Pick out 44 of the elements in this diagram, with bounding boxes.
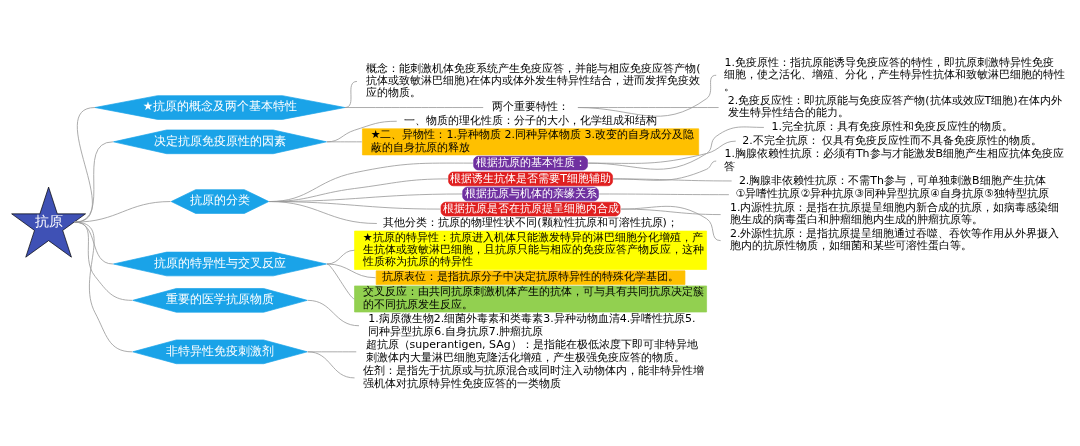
connector <box>326 140 363 142</box>
node-text: 1.胸腺依赖性抗原：必须有Th参与才能激发B细胞产生相应抗体免疫应答 <box>724 146 1065 173</box>
node-text: 概念：能刺激机体免疫系统产生免疫应答，并能与相应免疫应答产物(抗体或致敏淋巴细胞)在体内或体外发生特异性结合，进而发挥免疫效应的物质。 <box>366 61 701 99</box>
connector <box>612 178 733 181</box>
node-box: 根据抗原是否在抗原提呈细胞内合成 <box>440 201 621 216</box>
connector <box>344 106 484 108</box>
connector <box>344 80 358 108</box>
connector <box>326 120 398 142</box>
node-text: ①异嗜性抗原②异种抗原③同种异型抗原④自身抗原⑤独特型抗原 <box>735 186 1049 200</box>
node-text: 2.胸腺非依赖性抗原：不需Th参与，可单独刺激B细胞产生抗体 <box>738 173 1046 187</box>
connector <box>587 126 765 170</box>
node-text: 2.外源性抗原：是指抗原提呈细胞通过吞噬、吞饮等作用从外界摄入胞内的抗原性物质，如细菌和某些可溶性蛋白等。 <box>729 226 1060 252</box>
connector <box>307 350 355 378</box>
node-text: 1.免疫原性：指抗原能诱导免疫应答的特性，即抗原刺激特异性免疫细胞，使之活化、增殖、分化，产生特异性抗体和致敏淋巴细胞的特性。 <box>724 55 1066 93</box>
node-text: 1.内源性抗原：是指在抗原提呈细胞内新合成的抗原，如病毒感染细胞生成的病毒蛋白和肿瘤细胞内生成的肿瘤抗原等。 <box>729 200 1060 226</box>
node-box: 根据抗原的基本性质： <box>473 155 588 170</box>
node-box: 交叉反应：由共同抗原刺激机体产生的抗体，可与具有共同抗原决定簇的不同抗原发生反应。 <box>354 285 707 312</box>
connector <box>577 74 717 117</box>
node-box: ★抗原的特异性：抗原进入机体只能激发特异的淋巴细胞分化增殖，产生抗体或致敏淋巴细胞，且抗原只能与相应的免疫应答产物反应，这种性质称为抗原的特异性 <box>354 230 707 270</box>
node-text: 2.不完全抗原： 仅具有免疫反应性而不具备免疫原性的物质。 <box>742 133 1043 147</box>
node-box: 根据诱生抗体是否需要T细胞辅助 <box>448 171 613 186</box>
connector <box>326 249 355 264</box>
node-box: 根据抗原与机体的亲缘关系 <box>462 186 599 201</box>
node-box: ★二、异物性：1.异种物质 2.同种异体物质 3.改变的自身成分及隐蔽的自身抗原的释放 <box>362 127 700 155</box>
connector <box>620 205 722 241</box>
node-text: 超抗原（superantigen, SAg）：是指能在极低浓度下即可非特异地刺激体内大量淋巴细胞克隆活化增殖，产生极强免疫应答的物质。 <box>365 337 698 364</box>
connector <box>74 221 133 352</box>
connector <box>577 106 719 108</box>
node-text: 一、物质的理化性质：分子的大小，化学组成和结构 <box>404 113 658 127</box>
node-text: 其他分类：抗原的物理性状不同(颗粒性抗原和可溶性抗原)； <box>383 215 678 229</box>
connector <box>326 263 355 299</box>
node-text: 2.免疫反应性：即抗原能与免疫应答产物(抗体或效应T细胞)在体内外发生特异性结合的能力。 <box>727 93 1062 119</box>
connector <box>74 200 171 223</box>
connector <box>307 299 360 326</box>
connector <box>587 140 737 164</box>
node-box: 抗原表位：是指抗原分子中决定抗原特异性的特殊化学基团。 <box>375 270 686 285</box>
node-text: 佐剂：是指先于抗原或与抗原混合或同时注入动物体内，能非特异性增强机体对抗原特异性免疫应答的一类物质 <box>362 363 704 390</box>
connector <box>74 106 96 223</box>
connector <box>269 200 378 224</box>
node-text: 1.完全抗原：具有免疫原性和免疫反应性的物质。 <box>771 119 1013 133</box>
node-text: 1.病原微生物2.细菌外毒素和类毒素3.异种动物血清4.异嗜性抗原5.同种异型抗原6.自身抗原7.肿瘤抗原 <box>368 311 696 338</box>
connector <box>598 193 730 195</box>
node-text: 两个重要特性： <box>492 99 570 113</box>
connector <box>326 263 376 278</box>
